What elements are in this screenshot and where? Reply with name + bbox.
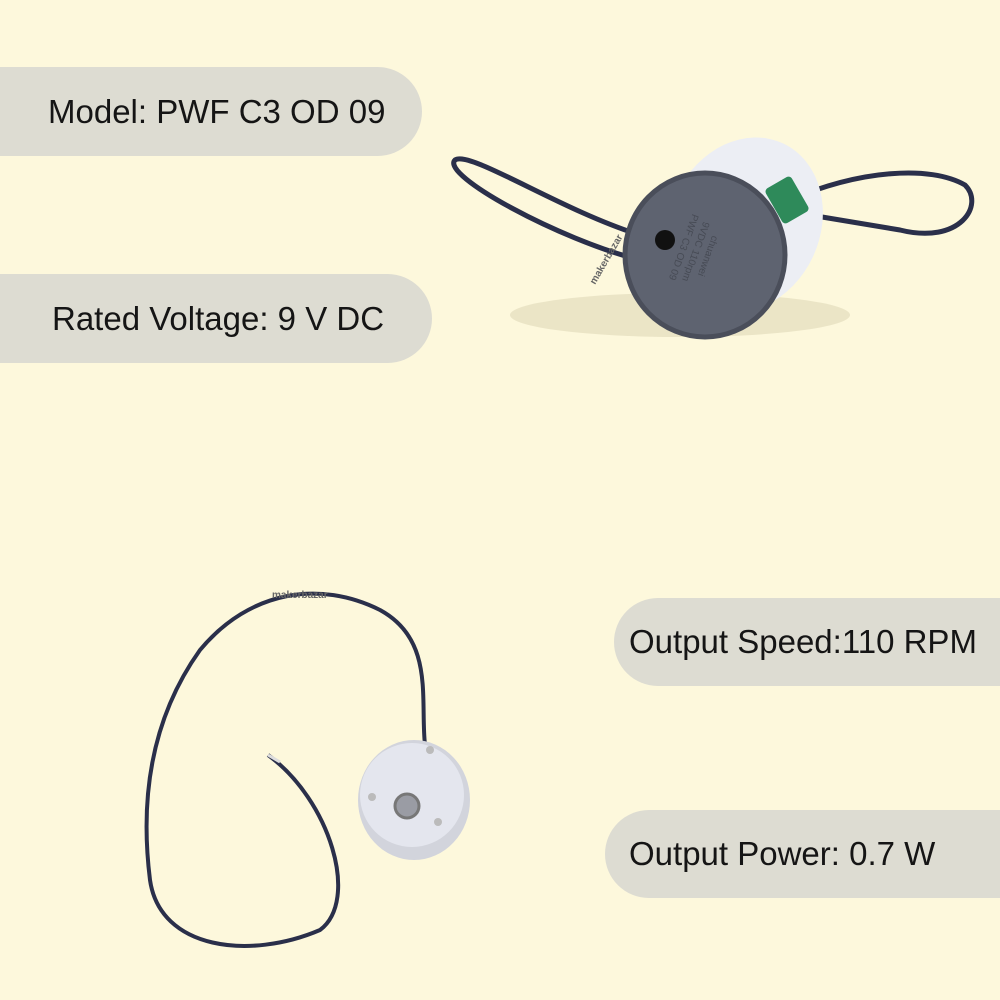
- watermark-logo: makerbazar: [272, 590, 328, 601]
- spec-power: Output Power: 0.7 W: [605, 810, 1000, 898]
- motor-back-view: chuanwei 9VDC 110rpm PWF C3 OD 09: [451, 137, 975, 340]
- watermark-logo: makerbazar: [588, 233, 625, 287]
- motor-front-view: [144, 591, 470, 948]
- spec-voltage: Rated Voltage: 9 V DC: [0, 274, 432, 363]
- spec-model: Model: PWF C3 OD 09: [0, 67, 422, 156]
- terminal-block: [765, 176, 809, 224]
- spec-speed: Output Speed:110 RPM: [614, 598, 1000, 686]
